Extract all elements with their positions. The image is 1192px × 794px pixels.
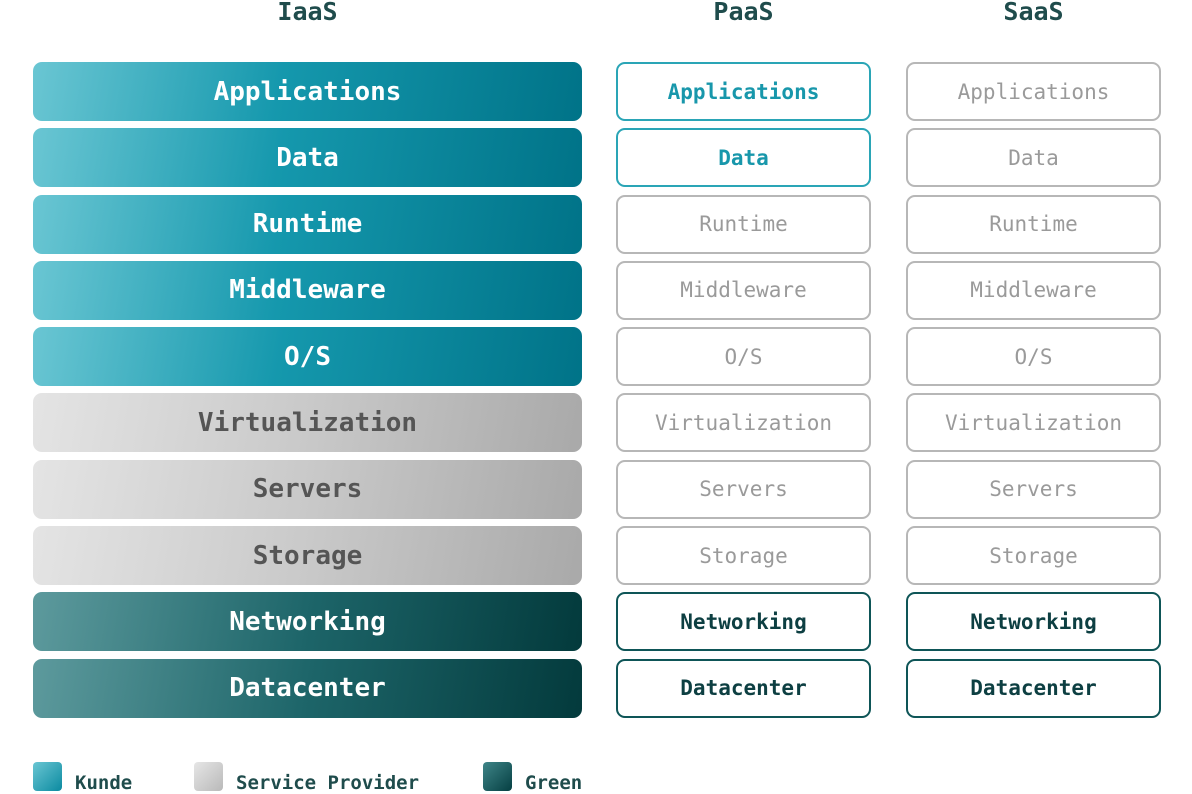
saas-layer-virtualization: Virtualization [906, 393, 1161, 453]
saas-layer-datacenter: Datacenter [906, 658, 1161, 718]
saas-layer-runtime: Runtime [906, 194, 1161, 254]
legend-swatch-service-provider [194, 762, 223, 791]
iaas-layer-virtualization: Virtualization [33, 393, 582, 453]
iaas-layer-applications: Applications [33, 62, 582, 121]
iaas-layer-middleware: Middleware [33, 260, 582, 320]
legend-item-kunde: Kunde [33, 762, 132, 793]
paas-layer-datacenter: Datacenter [616, 658, 871, 718]
saas-layer-middleware: Middleware [906, 260, 1161, 320]
paas-layer-virtualization: Virtualization [616, 393, 871, 453]
saas-layer-o-s: O/S [906, 327, 1161, 387]
paas-layer-runtime: Runtime [616, 194, 871, 254]
legend-item-green: Green [483, 762, 582, 793]
iaas-layer-datacenter: Datacenter [33, 658, 582, 718]
iaas-layer-servers: Servers [33, 459, 582, 519]
iaas-layer-storage: Storage [33, 526, 582, 586]
paas-layer-servers: Servers [616, 459, 871, 519]
paas-layer-o-s: O/S [616, 327, 871, 387]
saas-layer-networking: Networking [906, 592, 1161, 652]
iaas-column-title: IaaS [277, 0, 338, 26]
paas-layer-middleware: Middleware [616, 260, 871, 320]
legend-swatch-green [483, 762, 512, 791]
paas-layer-storage: Storage [616, 526, 871, 586]
iaas-layer-o-s: O/S [33, 327, 582, 387]
saas-layer-data: Data [906, 128, 1161, 188]
iaas-layer-data: Data [33, 128, 582, 188]
legend-label-kunde: Kunde [75, 772, 133, 794]
legend-label-green: Green [525, 772, 583, 794]
iaas-layer-runtime: Runtime [33, 194, 582, 254]
saas-layer-applications: Applications [906, 62, 1161, 121]
iaas-layer-networking: Networking [33, 592, 582, 652]
paas-layer-data: Data [616, 128, 871, 188]
legend-item-service-provider: Service Provider [194, 762, 419, 793]
paas-layer-networking: Networking [616, 592, 871, 652]
saas-layer-servers: Servers [906, 459, 1161, 519]
saas-layer-storage: Storage [906, 526, 1161, 586]
paas-column-title: PaaS [713, 0, 774, 26]
saas-column-title: SaaS [1003, 0, 1064, 26]
legend-swatch-kunde [33, 762, 62, 791]
legend-label-service-provider: Service Provider [236, 772, 420, 794]
paas-layer-applications: Applications [616, 62, 871, 121]
